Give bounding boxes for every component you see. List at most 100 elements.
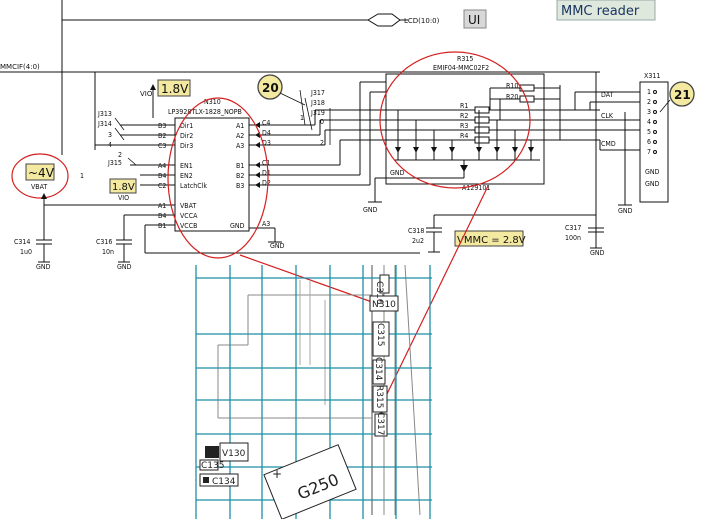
svg-text:B1: B1 xyxy=(158,222,166,230)
svg-text:Dir2: Dir2 xyxy=(180,132,193,140)
n310-highlight xyxy=(167,97,269,259)
svg-text:VBAT: VBAT xyxy=(180,202,196,210)
svg-text:2: 2 xyxy=(647,98,651,106)
svg-text:D2: D2 xyxy=(262,179,271,187)
svg-text:A1: A1 xyxy=(236,122,244,130)
jumpers-right: J317 J318 J319 1 0 2 xyxy=(299,89,331,147)
svg-text:GND: GND xyxy=(117,263,132,271)
callout-21 xyxy=(669,81,695,107)
vmmc-label: VMMC = 2.8V xyxy=(457,235,526,246)
ui-tag-box xyxy=(463,9,487,29)
svg-text:A3: A3 xyxy=(262,220,270,228)
svg-text:C4: C4 xyxy=(262,119,270,127)
svg-text:D3: D3 xyxy=(262,139,271,147)
svg-text:C316: C316 xyxy=(96,238,112,246)
svg-text:3: 3 xyxy=(108,131,112,139)
svg-text:20: 20 xyxy=(262,81,279,95)
voltage-1v8-mid xyxy=(109,178,137,194)
svg-text:D4: D4 xyxy=(262,129,271,137)
svg-text:2: 2 xyxy=(118,151,122,159)
svg-text:R4: R4 xyxy=(460,132,468,140)
svg-text:B3: B3 xyxy=(158,122,166,130)
svg-text:3: 3 xyxy=(647,108,651,116)
svg-text:B2: B2 xyxy=(158,132,166,140)
svg-text:0: 0 xyxy=(320,118,324,126)
svg-text:EN1: EN1 xyxy=(180,162,193,170)
svg-text:~4V: ~4V xyxy=(28,166,55,180)
n310-ref: N310 xyxy=(204,98,221,106)
svg-text:1.8V: 1.8V xyxy=(112,182,135,193)
svg-text:Dir3: Dir3 xyxy=(180,142,193,150)
svg-text:1.8V: 1.8V xyxy=(161,82,189,96)
svg-text:D1: D1 xyxy=(262,169,271,177)
svg-text:6: 6 xyxy=(647,138,651,146)
n310-left-pins: B3 Dir1 B2 Dir2 C3 Dir3 A4 EN1 B4 EN2 C2… xyxy=(158,122,207,230)
svg-text:1: 1 xyxy=(647,88,651,96)
svg-text:1u0: 1u0 xyxy=(20,248,32,256)
svg-text:+: + xyxy=(272,467,282,481)
svg-text:GND: GND xyxy=(645,168,660,176)
svg-text:5: 5 xyxy=(647,128,651,136)
svg-text:GND: GND xyxy=(590,249,605,257)
voltage-1v8-top xyxy=(157,79,191,97)
svg-text:C315: C315 xyxy=(375,323,385,346)
svg-text:J319: J319 xyxy=(310,109,325,117)
gnd-r315: GND xyxy=(363,206,378,214)
svg-text:J314: J314 xyxy=(97,120,112,128)
svg-text:100n: 100n xyxy=(565,234,581,242)
lcd-label: LCD(10:0) xyxy=(404,17,440,25)
svg-text:J318: J318 xyxy=(310,99,325,107)
page-title: MMC reader xyxy=(561,4,640,19)
svg-text:R315: R315 xyxy=(374,385,384,408)
svg-text:B1: B1 xyxy=(236,162,244,170)
r315-highlight xyxy=(379,51,531,189)
r315-ref: R315 xyxy=(457,55,473,63)
svg-text:CLK: CLK xyxy=(601,112,614,120)
vio-top-label: VIO xyxy=(140,90,153,98)
title-box xyxy=(556,0,656,21)
svg-text:2: 2 xyxy=(320,139,324,147)
x311-ref: X311 xyxy=(644,72,660,80)
svg-text:EN2: EN2 xyxy=(180,172,193,180)
svg-text:A3: A3 xyxy=(236,142,244,150)
cap-c318: C318 2u2 xyxy=(408,215,442,253)
svg-text:VCCA: VCCA xyxy=(180,212,198,220)
svg-text:R3: R3 xyxy=(460,122,468,130)
svg-text:C2: C2 xyxy=(158,182,166,190)
svg-text:C3: C3 xyxy=(158,142,166,150)
gnd-x311: GND xyxy=(618,207,633,215)
svg-text:B2: B2 xyxy=(236,172,244,180)
lcd-connector-symbol xyxy=(367,13,401,27)
svg-text:B4: B4 xyxy=(158,212,166,220)
svg-text:GND: GND xyxy=(645,180,660,188)
svg-text:C1: C1 xyxy=(262,159,270,167)
cap-c314: C314 1u0 GND xyxy=(14,238,52,271)
vmmc-label-box xyxy=(454,230,524,247)
svg-text:GND: GND xyxy=(390,169,405,177)
vio-mid-label: VIO xyxy=(118,194,129,202)
svg-text:C317: C317 xyxy=(565,224,581,232)
callout-20 xyxy=(257,74,283,100)
svg-text:C316: C316 xyxy=(374,281,384,305)
x311-connector xyxy=(639,81,669,203)
svg-text:C135: C135 xyxy=(201,461,224,471)
svg-text:C317: C317 xyxy=(375,412,385,435)
svg-text:7: 7 xyxy=(647,148,651,156)
svg-text:B4: B4 xyxy=(158,172,166,180)
svg-text:Dir1: Dir1 xyxy=(180,122,193,130)
mmcif-label: MMCIF(4:0) xyxy=(0,63,40,71)
svg-text:GND: GND xyxy=(230,222,245,230)
cap-c316: C316 10n GND xyxy=(96,214,140,271)
svg-text:A129101: A129101 xyxy=(462,184,490,192)
svg-text:N310: N310 xyxy=(372,300,396,310)
cap-c317: C317 100n GND xyxy=(565,224,605,257)
n310-part: LP3928TLX-1828_NOPB xyxy=(168,108,242,116)
svg-text:R10: R10 xyxy=(506,82,518,90)
r315-part: EMIF04-MMC02F2 xyxy=(433,64,489,72)
vbat-highlight xyxy=(11,153,69,199)
svg-text:R1: R1 xyxy=(460,102,468,110)
r315-chip xyxy=(385,73,545,185)
svg-text:CMD: CMD xyxy=(601,140,616,148)
svg-text:C134: C134 xyxy=(212,477,236,487)
